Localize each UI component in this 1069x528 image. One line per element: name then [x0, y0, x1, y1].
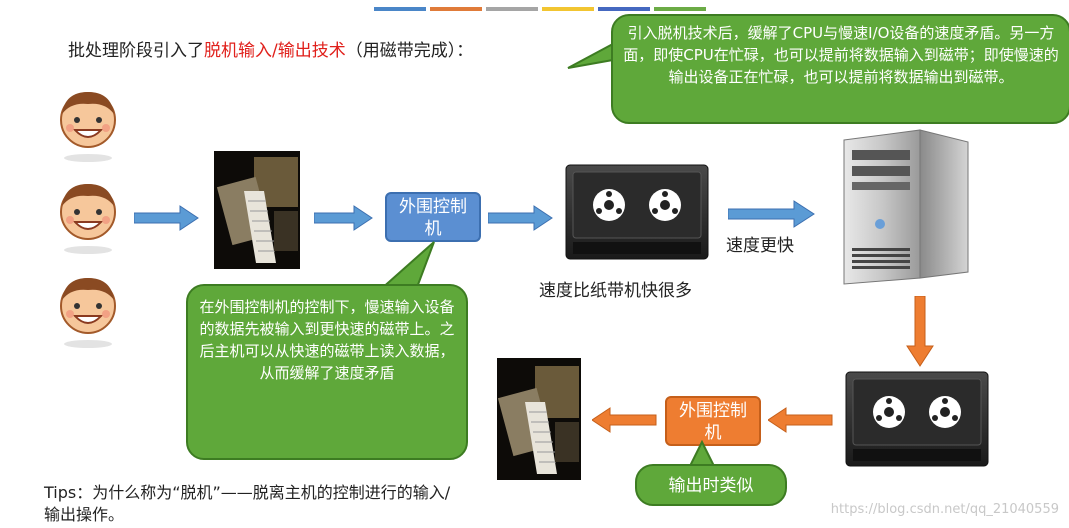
user-face-icon-1 — [60, 92, 116, 162]
peripheral-controller-box-top: 外围控制机 — [385, 192, 481, 242]
color-bar-6 — [654, 7, 706, 11]
color-bar-4 — [542, 7, 594, 11]
callout-output-similar: 输出时类似 — [635, 464, 787, 506]
color-bar-2 — [430, 7, 482, 11]
user-face-icon-3 — [60, 278, 116, 348]
arrow-right-icon-2 — [314, 205, 373, 231]
title-prefix: 批处理阶段引入了 — [68, 41, 204, 61]
callout-peripheral-explanation: 在外围控制机的控制下，慢速输入设备的数据先被输入到更快速的磁带上。之后主机可以从… — [186, 284, 468, 460]
callout-offline-benefit: 引入脱机技术后，缓解了CPU与慢速I/O设备的速度矛盾。另一方面，即使CPU在忙… — [611, 14, 1069, 124]
color-bar-5 — [598, 7, 650, 11]
title-highlight: 脱机输入/输出技术 — [204, 41, 346, 61]
arrow-right-icon-1 — [134, 205, 199, 231]
watermark: https://blog.csdn.net/qq_21040559 — [830, 502, 1059, 517]
faster-label: 速度更快 — [726, 236, 794, 256]
host-computer-icon — [843, 129, 969, 285]
user-face-icon-2 — [60, 184, 116, 254]
arrow-right-icon-3 — [488, 205, 553, 231]
tape-speed-label: 速度比纸带机快很多 — [539, 281, 692, 301]
arrow-down-icon — [906, 296, 934, 367]
arrow-right-icon-4 — [728, 200, 815, 228]
color-bar-3 — [486, 7, 538, 11]
color-bar-1 — [374, 7, 426, 11]
paper-tape-machine-image — [214, 151, 300, 269]
tips-note: Tips：为什么称为“脱机”——脱离主机的控制进行的输入/输出操作。 — [44, 483, 451, 524]
page-title: 批处理阶段引入了脱机输入/输出技术（用磁带完成）： — [68, 36, 473, 61]
arrow-left-icon-2 — [592, 407, 657, 433]
output-device-image — [497, 358, 581, 480]
tape-drive-icon-bottom — [845, 371, 989, 467]
tape-drive-icon-top — [565, 164, 709, 260]
title-suffix: （用磁带完成）： — [345, 41, 474, 61]
peripheral-controller-box-bottom: 外围控制机 — [665, 396, 761, 446]
arrow-left-icon-1 — [768, 407, 833, 433]
